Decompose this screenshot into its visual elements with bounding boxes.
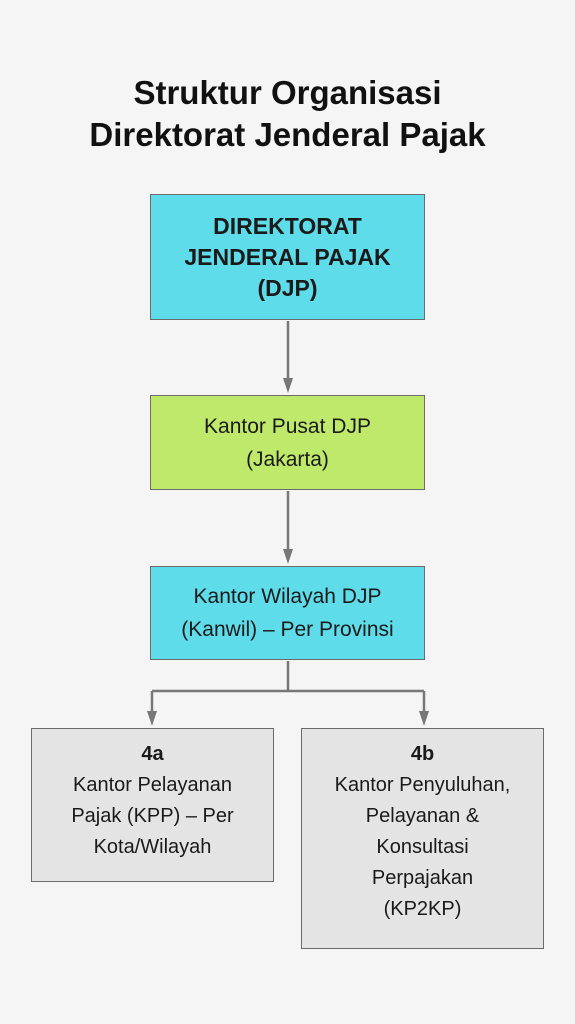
node-kanwil-line-2: (Kanwil) – Per Provinsi: [181, 618, 394, 641]
node-kantor-pusat: Kantor Pusat DJP (Jakarta): [150, 395, 425, 490]
node-kp2kp-code: 4b: [410, 743, 435, 765]
node-djp-line-1: DIREKTORAT: [213, 212, 362, 239]
node-djp-line-2: JENDERAL PAJAK: [184, 243, 391, 270]
node-kpp-line-1: Kantor Pelayanan: [72, 774, 232, 796]
title-line-2: Direktorat Jenderal Pajak: [89, 116, 486, 153]
node-kantor-pusat-line-1: Kantor Pusat DJP: [204, 414, 371, 438]
node-kp2kp: 4b Kantor Penyuluhan, Pelayanan & Konsul…: [301, 728, 544, 949]
node-djp-line-3: (DJP): [257, 274, 318, 301]
node-kp2kp-line-1: Kantor Penyuluhan,: [334, 774, 511, 796]
node-kanwil-line-1: Kantor Wilayah DJP: [193, 585, 382, 608]
node-kp2kp-line-2: Pelayanan &: [365, 805, 480, 827]
node-kpp-code: 4a: [141, 743, 164, 765]
node-djp: DIREKTORAT JENDERAL PAJAK (DJP): [150, 194, 425, 320]
diagram-title: Struktur Organisasi Direktorat Jenderal …: [0, 72, 575, 156]
node-kpp-line-2: Pajak (KPP) – Per: [71, 805, 234, 827]
node-kpp: 4a Kantor Pelayanan Pajak (KPP) – Per Ko…: [31, 728, 274, 882]
node-kanwil: Kantor Wilayah DJP (Kanwil) – Per Provin…: [150, 566, 425, 660]
node-kp2kp-line-3: Konsultasi: [376, 836, 469, 858]
title-line-1: Struktur Organisasi: [133, 74, 442, 111]
node-kantor-pusat-line-2: (Jakarta): [246, 447, 329, 471]
node-kpp-line-3: Kota/Wilayah: [93, 836, 212, 858]
node-kp2kp-line-5: (KP2KP): [383, 898, 462, 920]
node-kp2kp-line-4: Perpajakan: [371, 867, 474, 889]
